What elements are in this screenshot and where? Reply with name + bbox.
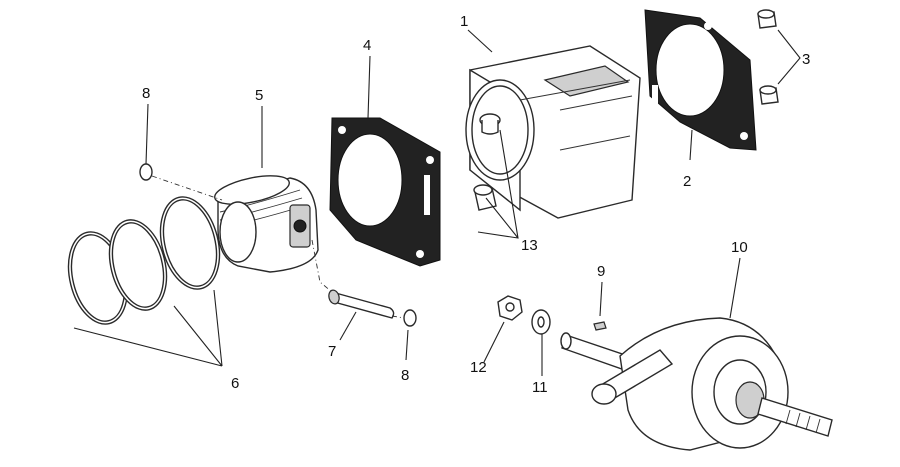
nut bbox=[497, 295, 523, 321]
callout-5: 5 bbox=[255, 87, 263, 104]
leader-lines bbox=[73, 29, 801, 376]
callout-12: 12 bbox=[470, 359, 487, 376]
washer bbox=[531, 309, 551, 335]
woodruff-key bbox=[593, 321, 607, 331]
callout-9: 9 bbox=[597, 263, 605, 280]
callout-3: 3 bbox=[802, 51, 810, 68]
gasket-right bbox=[644, 9, 757, 151]
callout-7: 7 bbox=[328, 343, 336, 360]
callout-8-upper: 8 bbox=[142, 85, 150, 102]
circlip-upper bbox=[139, 163, 153, 181]
callout-2: 2 bbox=[683, 173, 691, 190]
small-dowels bbox=[757, 9, 779, 105]
crankshaft bbox=[560, 317, 833, 451]
callout-10: 10 bbox=[731, 239, 748, 256]
callout-1: 1 bbox=[460, 13, 468, 30]
piston bbox=[214, 175, 319, 273]
callout-11: 11 bbox=[532, 379, 548, 396]
callout-8-lower: 8 bbox=[401, 367, 409, 384]
assembly-centerlines bbox=[151, 175, 405, 319]
callout-6: 6 bbox=[231, 375, 239, 392]
gasket-left bbox=[329, 117, 441, 267]
piston-rings bbox=[67, 196, 221, 325]
callout-13: 13 bbox=[521, 237, 538, 254]
callout-4: 4 bbox=[363, 37, 371, 54]
circlip-lower bbox=[403, 309, 417, 327]
callout-labels: 1 2 3 4 5 6 7 8 8 9 10 11 12 13 bbox=[142, 13, 810, 396]
piston-pin bbox=[328, 289, 395, 319]
